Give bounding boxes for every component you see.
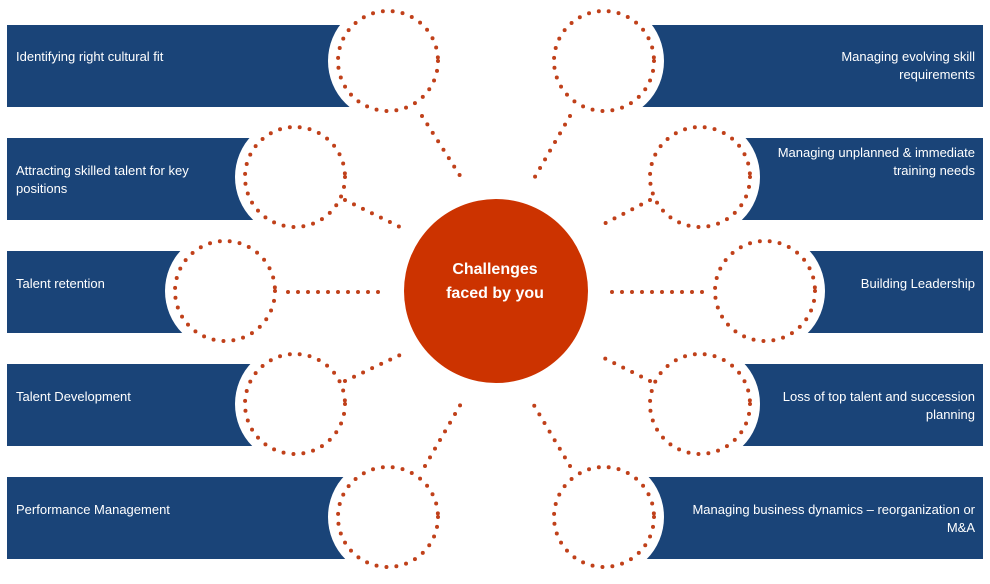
right-item-label: Building Leadership — [860, 276, 975, 291]
connector-line — [343, 353, 402, 383]
right-item-label: Loss of top talent and succession planni… — [782, 389, 975, 422]
connector-line — [343, 198, 402, 229]
connector-line — [420, 114, 466, 184]
right-dotted-circle-1 — [552, 9, 656, 113]
center-title-line1: Challenges — [452, 261, 538, 278]
right-item-label: Managing business dynamics – reorganizat… — [692, 502, 975, 535]
right-bar-2 — [730, 138, 983, 220]
left-dotted-circle-5 — [336, 465, 440, 569]
right-dotted-circle-4 — [648, 352, 752, 456]
left-item-label: Attracting skilled talent for key positi… — [16, 163, 189, 196]
left-item-label: Talent Development — [16, 389, 131, 404]
left-bar-4 — [7, 364, 262, 446]
connector-line — [596, 353, 652, 383]
right-item-label: Managing unplanned & immediate training … — [777, 145, 975, 178]
right-bar-4 — [730, 364, 983, 446]
left-dotted-circle-1 — [336, 9, 440, 113]
right-dotted-circle-5 — [552, 465, 656, 569]
center-title: Challenges faced by you — [420, 258, 570, 306]
left-bar-3 — [7, 251, 192, 333]
center-title-line2: faced by you — [446, 285, 544, 302]
left-bar-5 — [7, 477, 352, 559]
left-bar-2 — [7, 138, 262, 220]
left-item-label: Identifying right cultural fit — [16, 49, 164, 64]
center-circle — [404, 199, 588, 383]
right-item-label: Managing evolving skill requirements — [841, 49, 975, 82]
connector-line — [423, 400, 464, 468]
right-bar-1 — [640, 25, 983, 107]
left-dotted-circle-3 — [173, 239, 277, 343]
right-dotted-circle-2 — [648, 125, 752, 229]
left-item-label: Talent retention — [16, 276, 105, 291]
right-dotted-circle-3 — [713, 239, 817, 343]
right-bar-5 — [640, 477, 983, 559]
connector-line — [596, 198, 652, 229]
connector-line — [530, 400, 572, 468]
left-dotted-circle-2 — [243, 125, 347, 229]
left-item-label: Performance Management — [16, 502, 170, 517]
left-bar-1 — [7, 25, 352, 107]
right-bar-3 — [800, 251, 983, 333]
left-dotted-circle-4 — [243, 352, 347, 456]
connector-line — [530, 114, 572, 184]
